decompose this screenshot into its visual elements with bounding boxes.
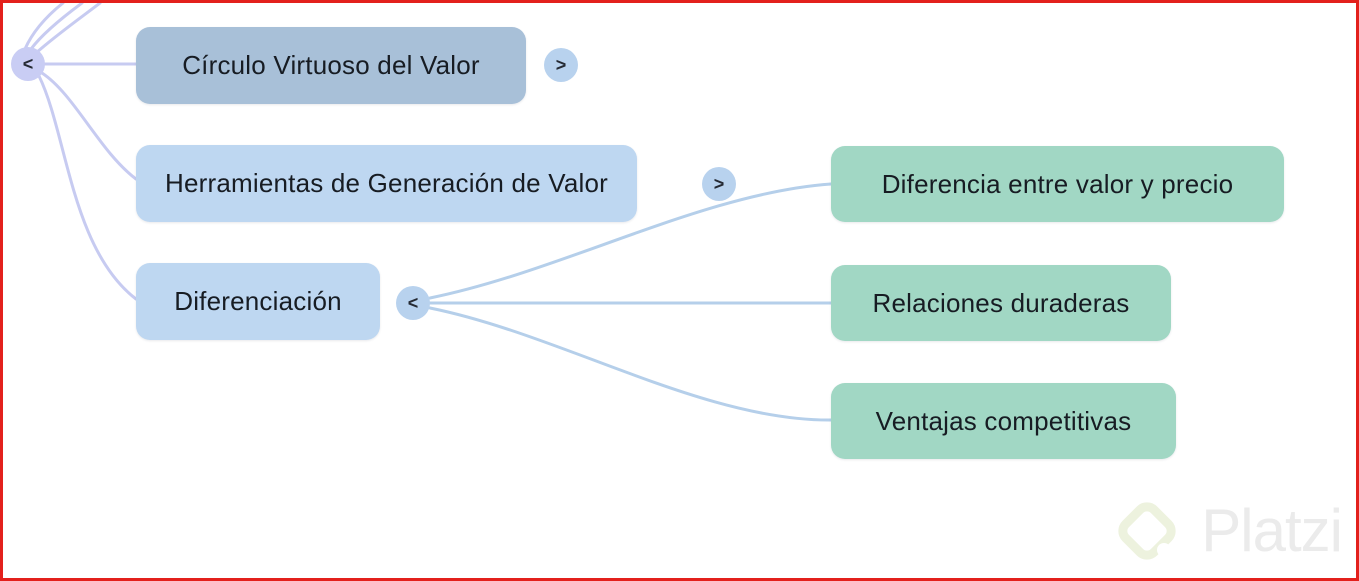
root-link-herramientas xyxy=(40,71,138,181)
link-ventajas-competitivas xyxy=(428,306,833,422)
platzi-logo-icon xyxy=(1118,502,1176,560)
toggle-circulo-virtuoso[interactable]: > xyxy=(544,48,578,82)
toggle-diferenciacion[interactable]: < xyxy=(396,286,430,320)
expand-icon: > xyxy=(555,54,567,75)
expand-icon: > xyxy=(713,173,725,194)
node-relaciones-duraderas[interactable]: Relaciones duraderas xyxy=(831,265,1171,341)
root-link-up-1 xyxy=(23,3,65,51)
node-label: Ventajas competitivas xyxy=(875,405,1132,436)
node-label: Relaciones duraderas xyxy=(872,287,1130,318)
platzi-wordmark: Platzi xyxy=(1201,497,1343,564)
link-diferencia-valor-precio xyxy=(428,182,833,300)
collapse-icon: < xyxy=(407,292,419,313)
root-collapse-toggle[interactable]: < xyxy=(11,47,45,81)
collapse-icon: < xyxy=(22,53,34,74)
root-link-diferenciacion xyxy=(37,74,138,301)
node-label: Diferenciación xyxy=(174,286,342,316)
node-label: Círculo Virtuoso del Valor xyxy=(182,50,480,80)
node-ventajas-competitivas[interactable]: Ventajas competitivas xyxy=(831,383,1176,459)
node-diferencia-valor-precio[interactable]: Diferencia entre valor y precio xyxy=(831,146,1284,222)
root-link-up-2 xyxy=(29,3,84,51)
node-label: Diferencia entre valor y precio xyxy=(881,168,1234,199)
root-link-up-3 xyxy=(34,3,102,55)
connector-lines xyxy=(23,3,833,422)
toggle-herramientas-generacion[interactable]: > xyxy=(702,167,736,201)
platzi-watermark: Platzi xyxy=(1109,492,1343,570)
node-label: Herramientas de Generación de Valor xyxy=(165,168,608,198)
node-circulo-virtuoso[interactable]: Círculo Virtuoso del Valor xyxy=(136,27,526,104)
node-herramientas-generacion[interactable]: Herramientas de Generación de Valor xyxy=(136,145,637,222)
node-diferenciacion[interactable]: Diferenciación xyxy=(136,263,380,340)
